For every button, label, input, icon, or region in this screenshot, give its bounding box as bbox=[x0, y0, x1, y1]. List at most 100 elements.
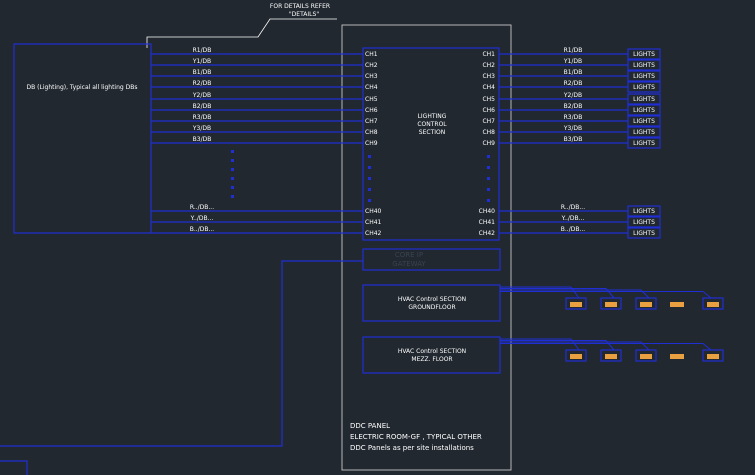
db-circuit-label-right: B3/DB bbox=[564, 136, 583, 143]
core-ip-gateway-box bbox=[362, 248, 501, 271]
db-circuit-label-right: B../DB... bbox=[561, 226, 586, 233]
channel-label-left: CH41 bbox=[365, 219, 382, 226]
lights-label: LIGHTS bbox=[633, 118, 655, 125]
lights-box bbox=[627, 70, 661, 82]
db-circuit-label-right: Y1/DB bbox=[563, 58, 582, 65]
db-circuit-label-left: R2/DB bbox=[193, 80, 212, 87]
hvac-unit-icon bbox=[640, 354, 652, 359]
db-circuit-label-left: B3/DB bbox=[193, 136, 212, 143]
lights-label: LIGHTS bbox=[633, 51, 655, 58]
hvac-unit-icon bbox=[605, 354, 617, 359]
ddc-label-3: DDC Panels as per site installations bbox=[350, 444, 474, 452]
lights-label: LIGHTS bbox=[633, 96, 655, 103]
hvac-unit-icon bbox=[570, 302, 582, 307]
hvac-unit-box bbox=[702, 297, 724, 310]
lights-label: LIGHTS bbox=[633, 208, 655, 215]
note-line-1: FOR DETAILS REFER bbox=[270, 3, 330, 10]
lights-box bbox=[627, 205, 661, 217]
channel-label-right: CH6 bbox=[482, 107, 495, 114]
lights-label: LIGHTS bbox=[633, 129, 655, 136]
hvac-control-wire bbox=[500, 289, 650, 299]
note-line-2: "DETAILS" bbox=[289, 11, 319, 18]
channel-label-right: CH4 bbox=[482, 84, 495, 91]
lighting-control-section-box bbox=[362, 47, 500, 241]
channel-label-left: CH42 bbox=[365, 230, 382, 237]
lcs-label-1: LIGHTING bbox=[418, 113, 447, 120]
db-circuit-label-right: R1/DB bbox=[564, 47, 583, 54]
db-circuit-label-left: B1/DB bbox=[193, 69, 212, 76]
lights-box bbox=[627, 81, 661, 93]
lights-box bbox=[627, 227, 661, 239]
hvac-control-wire bbox=[500, 286, 580, 299]
db-circuit-label-right: R2/DB bbox=[564, 80, 583, 87]
hvac-units bbox=[500, 286, 724, 362]
lower-bus-line bbox=[0, 460, 28, 475]
hvac-unit-icon bbox=[640, 302, 652, 307]
ddc-panel-box bbox=[341, 24, 512, 471]
gateway-line-2: GATEWAY bbox=[392, 260, 426, 268]
channel-label-left: CH3 bbox=[365, 73, 378, 80]
channel-label-right: CH40 bbox=[479, 208, 496, 215]
hvac-mezz-floor-box bbox=[362, 336, 501, 374]
channel-label-right: CH41 bbox=[479, 219, 496, 226]
lights-label: LIGHTS bbox=[633, 62, 655, 69]
db-circuit-label-right: B2/DB bbox=[564, 103, 583, 110]
db-circuit-label-left: B../DB... bbox=[190, 226, 215, 233]
hvac-unit-icon bbox=[570, 354, 582, 359]
channel-label-left: CH2 bbox=[365, 62, 378, 69]
channel-label-left: CH4 bbox=[365, 84, 378, 91]
hvac-unit-icon bbox=[605, 302, 617, 307]
hvac-unit-box bbox=[600, 349, 622, 362]
lights-box bbox=[627, 104, 661, 116]
hvac-unit-box bbox=[635, 297, 657, 310]
lights-label: LIGHTS bbox=[633, 84, 655, 91]
hvac-gf-line-1: HVAC Control SECTION bbox=[398, 296, 466, 303]
db-circuit-label-left: Y../DB... bbox=[190, 215, 214, 222]
db-circuit-label-right: Y3/DB bbox=[563, 125, 582, 132]
lcs-label-3: SECTION bbox=[419, 129, 445, 136]
db-circuit-label-left: Y1/DB bbox=[192, 58, 211, 65]
hvac-unit-icon bbox=[707, 354, 719, 359]
channel-label-left: CH40 bbox=[365, 208, 382, 215]
lights-box bbox=[627, 115, 661, 127]
hvac-control-wire bbox=[500, 343, 712, 351]
channel-label-left: CH9 bbox=[365, 140, 378, 147]
db-circuit-label-right: Y../DB... bbox=[561, 215, 585, 222]
channel-label-right: CH3 bbox=[482, 73, 495, 80]
channel-label-left: CH8 bbox=[365, 129, 378, 136]
db-circuit-label-left: R1/DB bbox=[193, 47, 212, 54]
hvac-control-wire bbox=[500, 291, 712, 299]
hvac-mf-line-2: MEZZ. FLOOR bbox=[411, 356, 452, 363]
channel-label-right: CH1 bbox=[482, 51, 495, 58]
db-circuit-label-left: Y3/DB bbox=[192, 125, 211, 132]
hvac-control-wire bbox=[500, 338, 580, 351]
ddc-label-1: DDC PANEL bbox=[350, 422, 390, 430]
hvac-unit-box bbox=[600, 297, 622, 310]
db-panel-box bbox=[13, 43, 152, 234]
channel-label-right: CH8 bbox=[482, 129, 495, 136]
hvac-unit-icon bbox=[707, 302, 719, 307]
hvac-unit-box bbox=[565, 297, 587, 310]
db-circuit-label-right: B1/DB bbox=[564, 69, 583, 76]
lights-label: LIGHTS bbox=[633, 140, 655, 147]
hvac-standalone-unit-icon bbox=[670, 354, 684, 359]
ddc-label-2: ELECTRIC ROOM-GF , TYPICAL OTHER bbox=[350, 433, 482, 441]
lights-box bbox=[627, 93, 661, 105]
lights-box bbox=[627, 59, 661, 71]
hvac-mf-line-1: HVAC Control SECTION bbox=[398, 348, 466, 355]
lights-label: LIGHTS bbox=[633, 230, 655, 237]
channel-label-left: CH6 bbox=[365, 107, 378, 114]
continuation-dots bbox=[231, 150, 490, 202]
lights-box bbox=[627, 126, 661, 138]
lights-box bbox=[627, 216, 661, 228]
channel-label-right: CH9 bbox=[482, 140, 495, 147]
channel-label-right: CH42 bbox=[479, 230, 496, 237]
channel-label-left: CH7 bbox=[365, 118, 378, 125]
channel-label-right: CH5 bbox=[482, 96, 495, 103]
channel-label-right: CH7 bbox=[482, 118, 495, 125]
channel-label-left: CH1 bbox=[365, 51, 378, 58]
lights-box bbox=[627, 48, 661, 60]
db-circuit-label-right: R../DB... bbox=[561, 204, 585, 211]
db-circuit-label-left: B2/DB bbox=[193, 103, 212, 110]
